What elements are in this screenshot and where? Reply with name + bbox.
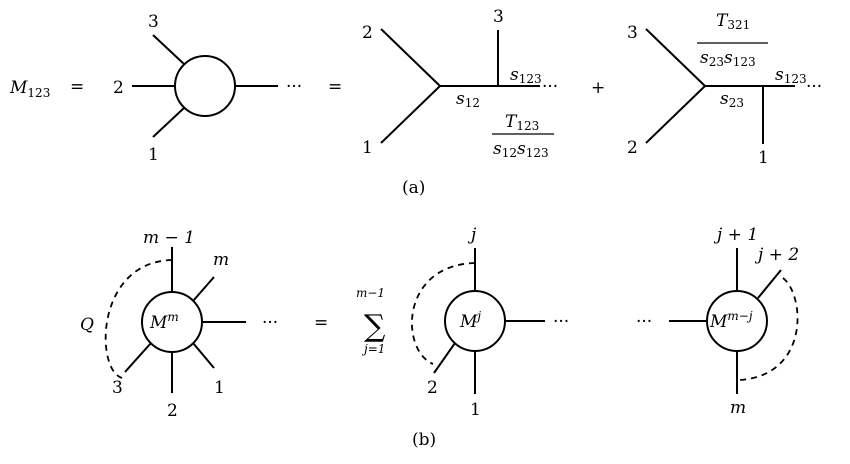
s12-label: s12: [456, 89, 480, 110]
tree-1: 2 1 3 s12 s123 ··· T123 s12s123: [362, 7, 558, 160]
mmj-diagram: ··· Mm−j j + 1 j + 2 m: [636, 225, 799, 418]
label-m: m: [213, 250, 229, 270]
fraction-denominator: s23s123: [700, 48, 756, 69]
label-m-minus-1: m − 1: [143, 228, 195, 248]
label-j: j: [467, 225, 477, 245]
sum-lower: j=1: [361, 342, 385, 356]
caption-a: (a): [402, 178, 425, 198]
label-3: 3: [493, 7, 504, 27]
fraction-numerator: T123: [505, 112, 539, 133]
fraction-denominator: s12s123: [493, 139, 549, 160]
label-m: m: [730, 398, 746, 418]
leg-j-plus-2: [757, 269, 782, 299]
panel-a: M123 = 3 2 1 ··· = 2 1 3 s12 s123 ··· T1…: [9, 7, 822, 198]
q-label: Q: [80, 315, 94, 335]
amplitude-blob: [174, 55, 236, 117]
dots: ···: [542, 77, 558, 97]
panel-b: Q Mm m − 1 m 3 2 1 ··· = m−1 ∑ j=1 Mj j …: [80, 225, 799, 450]
edge-2: [645, 85, 706, 144]
leg-3: [152, 34, 185, 65]
tree-2: 3 2 1 s23 s123 ··· T321 s23s123: [627, 11, 822, 168]
label-1: 1: [362, 138, 373, 158]
label-2: 2: [113, 78, 124, 98]
edge-2: [380, 28, 441, 87]
label-2: 2: [167, 401, 178, 421]
label-2: 2: [627, 138, 638, 158]
label-j-plus-2: j + 2: [754, 245, 799, 265]
equals-sign: =: [314, 313, 328, 333]
mj-label: Mj: [459, 309, 481, 332]
dots: ···: [286, 77, 302, 97]
mmj-label: Mm−j: [709, 309, 753, 332]
s23-label: s23: [720, 89, 744, 110]
caption-b: (b): [412, 430, 436, 450]
mm-label: Mm: [149, 310, 179, 333]
plus-sign: +: [591, 78, 605, 98]
mj-diagram: Mj j 2 1 ···: [411, 225, 569, 420]
label-j-plus-1: j + 1: [713, 225, 758, 245]
label-1: 1: [148, 145, 159, 165]
leg-m: [192, 276, 215, 302]
sum-upper: m−1: [356, 286, 385, 300]
dots: ···: [553, 312, 569, 332]
label-1: 1: [758, 148, 769, 168]
equals-sign: =: [328, 77, 342, 97]
label-3: 3: [627, 23, 638, 43]
dots: ···: [636, 312, 652, 332]
dashed-arc: [739, 277, 799, 381]
label-1: 1: [214, 378, 225, 398]
label-3: 3: [148, 12, 159, 32]
edge-3: [645, 28, 706, 87]
equals-sign: =: [70, 77, 84, 97]
fraction-numerator: T321: [716, 11, 750, 32]
leg-1: [152, 107, 185, 138]
s123-label: s123: [775, 65, 807, 86]
dashed-arc: [411, 262, 476, 365]
sum-sign: ∑: [364, 309, 386, 344]
dots: ···: [262, 313, 278, 333]
s123-label: s123: [510, 65, 542, 86]
dots: ···: [806, 77, 822, 97]
label-3: 3: [112, 378, 123, 398]
leg-1: [192, 342, 215, 369]
label-2: 2: [362, 23, 373, 43]
label-2: 2: [427, 378, 438, 398]
leg-2: [433, 342, 456, 374]
dashed-arc: [104, 259, 173, 379]
m123-label: M123: [9, 78, 50, 100]
leg-3: [124, 342, 152, 373]
edge-1: [380, 85, 441, 144]
label-1: 1: [470, 400, 481, 420]
